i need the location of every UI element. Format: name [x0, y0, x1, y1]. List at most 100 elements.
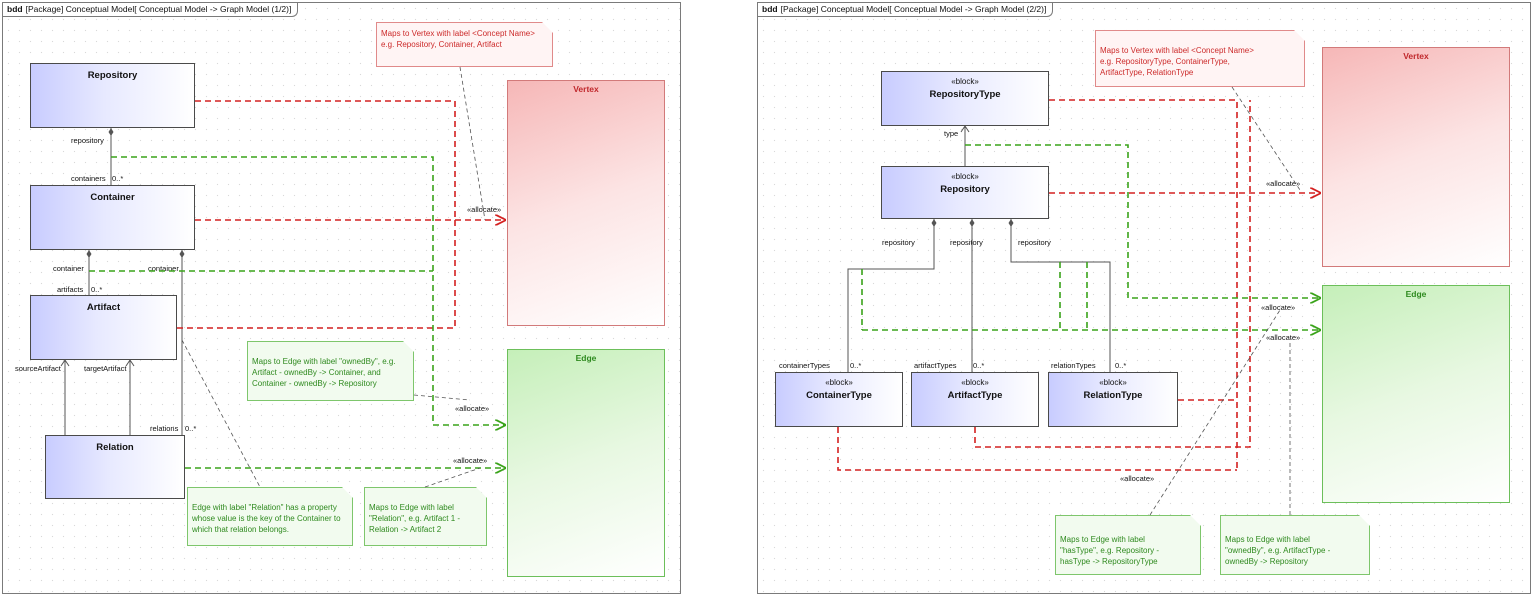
note-relation-edge[interactable]: Maps to Edge with label "Relation", e.g.… [364, 487, 487, 546]
note-line: Maps to Vertex with label <Concept Name> [1100, 46, 1254, 55]
note-line: Artifact - ownedBy -> Container, and [252, 368, 381, 377]
allocate-label: «allocate» [455, 404, 490, 413]
class-artifact[interactable]: Artifact [30, 295, 177, 360]
role-containers: containers [71, 174, 106, 183]
block-relation-type[interactable]: «block» RelationType [1048, 372, 1178, 427]
note-anchor [1231, 86, 1301, 191]
edge-container-right[interactable]: Edge [1322, 285, 1510, 503]
allocate-artifact-vertex [177, 220, 456, 329]
allocate-hastype-1 [965, 144, 1320, 298]
class-name: Relation [96, 442, 134, 453]
note-owned-by-right[interactable]: Maps to Edge with label "ownedBy", e.g. … [1220, 515, 1370, 575]
role-artifacts: artifacts [57, 285, 84, 294]
diamond-icon [931, 219, 937, 227]
class-container[interactable]: Container [30, 185, 195, 250]
note-vertex-mapping[interactable]: Maps to Vertex with label <Concept Name>… [376, 22, 553, 67]
allocate-label: «allocate» [1266, 179, 1301, 188]
allocate-label: «allocate» [1266, 333, 1301, 342]
note-line: Maps to Edge with label [1060, 535, 1145, 544]
multiplicity-containers: 0..* [112, 174, 124, 183]
role-target-artifact: targetArtifact [84, 364, 127, 373]
role-repository-1: repository [882, 238, 915, 247]
block-container-type[interactable]: «block» ContainerType [775, 372, 903, 427]
role-relation-types: relationTypes [1051, 361, 1096, 370]
note-anchor [424, 467, 481, 488]
note-line: e.g. Repository, Container, Artifact [381, 40, 502, 49]
diamond-icon [179, 250, 185, 258]
note-has-type[interactable]: Maps to Edge with label "hasType", e.g. … [1055, 515, 1201, 575]
note-line: Relation -> Artifact 2 [369, 525, 442, 534]
note-anchor [181, 339, 261, 488]
role-repository-3: repository [1018, 238, 1051, 247]
note-line: ownedBy -> Repository [1225, 557, 1308, 566]
class-relation[interactable]: Relation [45, 435, 185, 499]
diamond-icon [108, 128, 114, 136]
frame-title-text: [Package] Conceptual Model[ Conceptual M… [25, 4, 292, 14]
note-relation-property[interactable]: Edge with label "Relation" has a propert… [187, 487, 353, 546]
role-type: type [944, 129, 959, 138]
vertex-container-right[interactable]: Vertex [1322, 47, 1510, 267]
vertex-container-left[interactable]: Vertex [507, 80, 665, 326]
multiplicity-relation-types: 0..* [1115, 361, 1127, 370]
diamond-icon [86, 250, 92, 258]
role-repository-2: repository [950, 238, 983, 247]
class-name: RelationType [1083, 390, 1143, 401]
note-line: e.g. RepositoryType, ContainerType, [1100, 57, 1230, 66]
class-name: Repository [87, 70, 138, 81]
stereotype: «block» [1099, 378, 1127, 387]
role-container-artifact: container [53, 264, 84, 273]
role-source-artifact: sourceArtifact [15, 364, 61, 373]
edge-container-left[interactable]: Edge [507, 349, 665, 577]
note-line: "hasType", e.g. Repository - [1060, 546, 1160, 555]
note-vertex-mapping-right[interactable]: Maps to Vertex with label <Concept Name>… [1095, 30, 1305, 87]
class-name: RepositoryType [929, 89, 1001, 100]
allocate-label: «allocate» [1120, 474, 1155, 483]
edge-title: Edge [1405, 289, 1427, 299]
stereotype: «block» [825, 378, 853, 387]
arrow-head-icon [125, 359, 135, 367]
role-container-types: containerTypes [779, 361, 830, 370]
note-line: hasType -> RepositoryType [1060, 557, 1158, 566]
note-line: which that relation belongs. [192, 525, 289, 534]
arrow-head-icon [960, 125, 970, 133]
note-line: "Relation", e.g. Artifact 1 - [369, 514, 461, 523]
block-repository[interactable]: «block» Repository [881, 166, 1049, 219]
multiplicity-relations: 0..* [185, 424, 197, 433]
composition-container-types [847, 219, 935, 372]
stereotype: «block» [961, 378, 989, 387]
note-line: whose value is the key of the Container … [192, 514, 341, 523]
role-artifact-types: artifactTypes [914, 361, 957, 370]
note-anchor [413, 394, 471, 401]
role-container-relation: container [148, 264, 179, 273]
left-frame-title: bdd[Package] Conceptual Model[ Conceptua… [3, 3, 299, 17]
arrow-head-icon [60, 359, 70, 367]
multiplicity-artifacts: 0..* [91, 285, 103, 294]
class-repository[interactable]: Repository [30, 63, 195, 128]
note-owned-by[interactable]: Maps to Edge with label "ownedBy", e.g. … [247, 341, 414, 401]
diamond-icon [969, 219, 975, 227]
note-anchor [459, 66, 486, 221]
note-line: "ownedBy", e.g. ArtifactType - [1225, 546, 1331, 555]
allocate-ownedby-1 [111, 156, 434, 425]
allocate-repotype-vertex [1049, 99, 1238, 470]
block-artifact-type[interactable]: «block» ArtifactType [911, 372, 1039, 427]
right-frame-title: bdd[Package] Conceptual Model[ Conceptua… [758, 3, 1054, 17]
diamond-icon [1008, 219, 1014, 227]
allocate-label: «allocate» [453, 456, 488, 465]
note-line: Maps to Vertex with label <Concept Name> [381, 29, 535, 38]
stereotype: «block» [951, 77, 979, 86]
class-name: ArtifactType [947, 390, 1003, 401]
multiplicity-container-types: 0..* [850, 361, 862, 370]
class-name: Repository [940, 184, 990, 195]
frame-keyword: bdd [7, 4, 23, 14]
frame-title-text: [Package] Conceptual Model[ Conceptual M… [780, 4, 1047, 14]
note-line: Maps to Edge with label [1225, 535, 1310, 544]
stereotype: «block» [951, 172, 979, 181]
class-name: Artifact [86, 302, 121, 313]
allocate-label: «allocate» [467, 205, 502, 214]
allocate-repository-vertex [195, 100, 456, 220]
note-anchor [1149, 309, 1281, 516]
frame-keyword: bdd [762, 4, 778, 14]
note-line: Maps to Edge with label "ownedBy", e.g. [252, 357, 396, 366]
